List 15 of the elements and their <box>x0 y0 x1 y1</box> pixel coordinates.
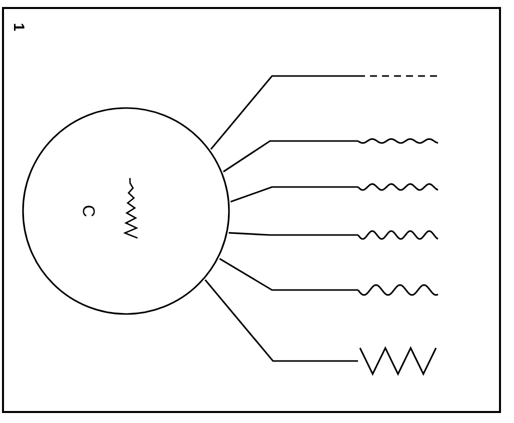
leader-line <box>230 186 358 203</box>
wave-symbol <box>358 137 438 145</box>
wave-symbol <box>358 283 438 297</box>
letter-label: C <box>78 204 98 218</box>
leader-line <box>204 279 358 362</box>
wave-symbol <box>358 229 438 241</box>
wave-symbol <box>358 182 438 192</box>
circle <box>22 107 230 315</box>
figure-number: 1 <box>10 22 26 32</box>
leader-line <box>222 140 358 172</box>
leader-line <box>219 258 358 291</box>
zigzag-symbol <box>358 348 438 374</box>
dashed-line-symbol <box>358 73 438 79</box>
leader-line <box>210 75 358 150</box>
leader-line <box>228 232 358 236</box>
